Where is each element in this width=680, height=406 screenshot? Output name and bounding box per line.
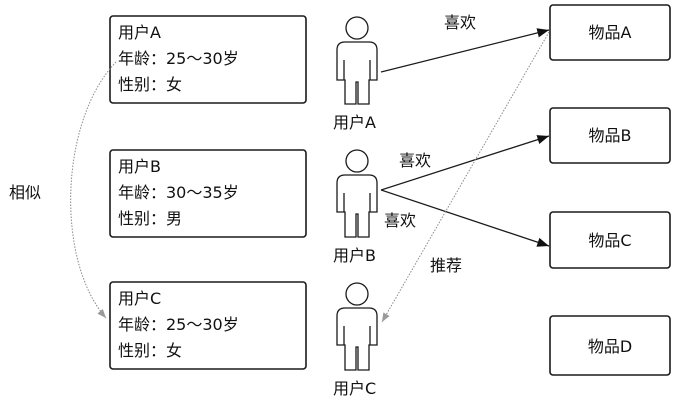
person-c-icon bbox=[336, 282, 378, 371]
like-label-b-upper: 喜欢 bbox=[399, 151, 431, 170]
similar-label: 相似 bbox=[9, 183, 41, 202]
like-arrow-b-to-item-c bbox=[380, 189, 550, 247]
person-a-label: 用户A bbox=[333, 113, 376, 132]
user-profile-c-box bbox=[109, 281, 307, 370]
person-b-icon bbox=[336, 149, 378, 238]
item-d-box bbox=[549, 315, 671, 376]
person-c-label: 用户C bbox=[333, 379, 376, 398]
user-profile-b: 用户B 年龄：30～35岁 性别：男 bbox=[109, 149, 307, 238]
item-c-label: 物品C bbox=[588, 231, 631, 250]
user-profile-a-name: 用户A bbox=[118, 23, 161, 42]
similar-connector bbox=[70, 61, 117, 319]
recommend-arrow-item-a-to-c bbox=[381, 31, 550, 323]
like-arrow-a-to-item-a bbox=[380, 28, 550, 73]
user-profile-a-box bbox=[109, 15, 307, 104]
user-profile-b-age: 年龄：30～35岁 bbox=[118, 183, 239, 202]
like-label-b-lower: 喜欢 bbox=[384, 211, 416, 230]
item-b: 物品B bbox=[549, 107, 671, 164]
user-profile-c-gender: 性别：女 bbox=[118, 341, 182, 360]
user-profile-c-name: 用户C bbox=[118, 289, 161, 308]
like-arrow-b-to-item-b bbox=[380, 135, 550, 191]
user-profile-b-box bbox=[109, 149, 307, 238]
item-d: 物品D bbox=[549, 315, 671, 376]
item-d-label: 物品D bbox=[588, 337, 632, 356]
user-profile-b-name: 用户B bbox=[118, 157, 161, 176]
user-profile-a-age: 年龄：25～30岁 bbox=[118, 49, 239, 68]
user-profile-a-gender: 性别：女 bbox=[118, 75, 182, 94]
recommend-label: 推荐 bbox=[430, 256, 462, 275]
like-label-a: 喜欢 bbox=[444, 13, 476, 32]
user-profile-b-gender: 性别：男 bbox=[118, 209, 182, 228]
person-a-icon bbox=[336, 16, 378, 105]
item-b-label: 物品B bbox=[589, 126, 632, 145]
person-b-label: 用户B bbox=[333, 246, 376, 265]
user-profile-a: 用户A 年龄：25～30岁 性别：女 bbox=[109, 15, 307, 104]
item-a-label: 物品A bbox=[589, 23, 632, 42]
item-a-box bbox=[549, 4, 671, 61]
user-profile-c: 用户C 年龄：25～30岁 性别：女 bbox=[109, 281, 307, 370]
item-a: 物品A bbox=[549, 4, 671, 61]
item-c-box bbox=[549, 211, 671, 269]
item-c: 物品C bbox=[549, 211, 671, 269]
item-b-box bbox=[549, 107, 671, 164]
user-profile-c-age: 年龄：25～30岁 bbox=[118, 315, 239, 334]
